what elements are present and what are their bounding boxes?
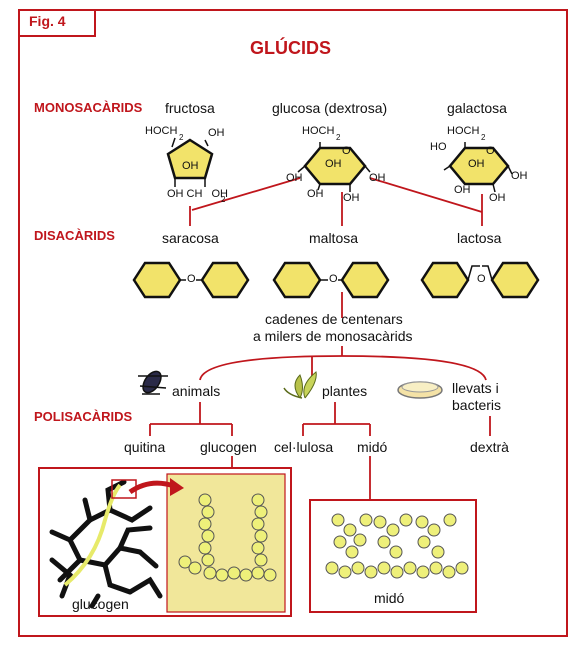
galactose-oh-right: OH (511, 170, 528, 182)
label-lactose: lactosa (457, 230, 502, 246)
fructose-ring (166, 138, 214, 180)
glucose-oh-right: OH (369, 172, 386, 184)
sucrose-bridge-o: O (187, 273, 196, 285)
glucose-oh-left: OH (286, 172, 303, 184)
poly-glycogen: glucogen (200, 439, 257, 455)
chain-note-line2: a milers de monosacàrids (253, 328, 413, 344)
plant-icon (283, 371, 317, 399)
fructose-oh-top: OH (208, 127, 225, 139)
group-plants: plantes (322, 383, 368, 399)
label-fructose: fructosa (165, 100, 215, 116)
chain-note-line1: cadenes de centenars (265, 311, 403, 327)
glycosidic-bonds (180, 265, 493, 281)
panel-caption-starch: midó (374, 590, 405, 606)
glucose-ring-o: O (342, 145, 351, 157)
figure-border (18, 9, 568, 637)
diagram-title: GLÚCIDS (250, 38, 331, 58)
glucose-oh-br: OH (343, 192, 360, 204)
label-sucrose: saracosa (162, 230, 219, 246)
insect-icon (138, 370, 168, 395)
connector-lines (149, 177, 491, 500)
disaccharide-rings (132, 261, 540, 299)
figure-label: Fig. 4 (29, 13, 66, 29)
fructose-oh-center: OH (182, 160, 199, 172)
galactose-oh-center: OH (468, 158, 485, 170)
group-yeasts-line1: llevats i (452, 380, 499, 396)
poly-cellulose: cel·lulosa (274, 439, 334, 455)
figure-label-box (18, 9, 96, 37)
poly-starch: midó (357, 439, 388, 455)
galactose-oh-left: OH (454, 184, 471, 196)
glucose-oh-center: OH (325, 158, 342, 170)
label-glucose: glucosa (dextrosa) (272, 100, 388, 116)
glucose-oh-bl: OH (307, 188, 324, 200)
section-polysaccharides: POLISACÀRIDS (34, 409, 133, 424)
petri-dish-icon (397, 381, 443, 399)
glycogen-bead-chain (178, 493, 277, 582)
label-galactose: galactosa (447, 100, 507, 116)
section-disaccharides: DISACÀRIDS (34, 228, 115, 243)
galactose-ho: HO (430, 141, 447, 153)
label-maltose: maltosa (309, 230, 359, 246)
lactose-bridge-o: O (477, 273, 486, 285)
glycogen-branches (49, 479, 163, 609)
mono-bonds (171, 137, 513, 193)
galactose-ring-o: O (486, 145, 495, 157)
group-animals: animals (172, 383, 221, 399)
group-yeasts-line2: bacteris (452, 397, 502, 413)
panel-caption-glycogen: glucogen (72, 596, 129, 612)
glycogen-zoom-panel (166, 473, 286, 613)
starch-bead-chain (325, 513, 469, 579)
poly-dextran: dextrà (470, 439, 509, 455)
poly-chitin: quitina (124, 439, 166, 455)
section-monosaccharides: MONOSACÀRIDS (34, 100, 143, 115)
glycogen-highlight (63, 483, 122, 587)
galactose-oh-br: OH (489, 192, 506, 204)
maltose-bridge-o: O (329, 273, 338, 285)
